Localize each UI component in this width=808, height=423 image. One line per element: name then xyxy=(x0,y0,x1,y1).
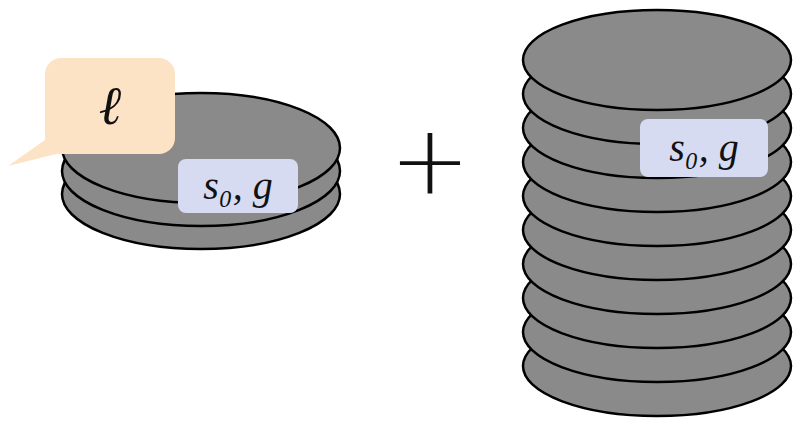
large-disk-stack xyxy=(523,10,791,416)
node-text: ℓ xyxy=(99,79,122,133)
node-text: s₀, g xyxy=(203,166,272,206)
speech-bubble: ℓ xyxy=(45,58,175,154)
plus-sign: + xyxy=(390,112,470,208)
state-goal-tag: s₀, g xyxy=(640,119,768,177)
state-goal-tag: s₀, g xyxy=(178,159,298,213)
disk xyxy=(523,10,791,110)
node-text: s₀, g xyxy=(669,128,738,168)
